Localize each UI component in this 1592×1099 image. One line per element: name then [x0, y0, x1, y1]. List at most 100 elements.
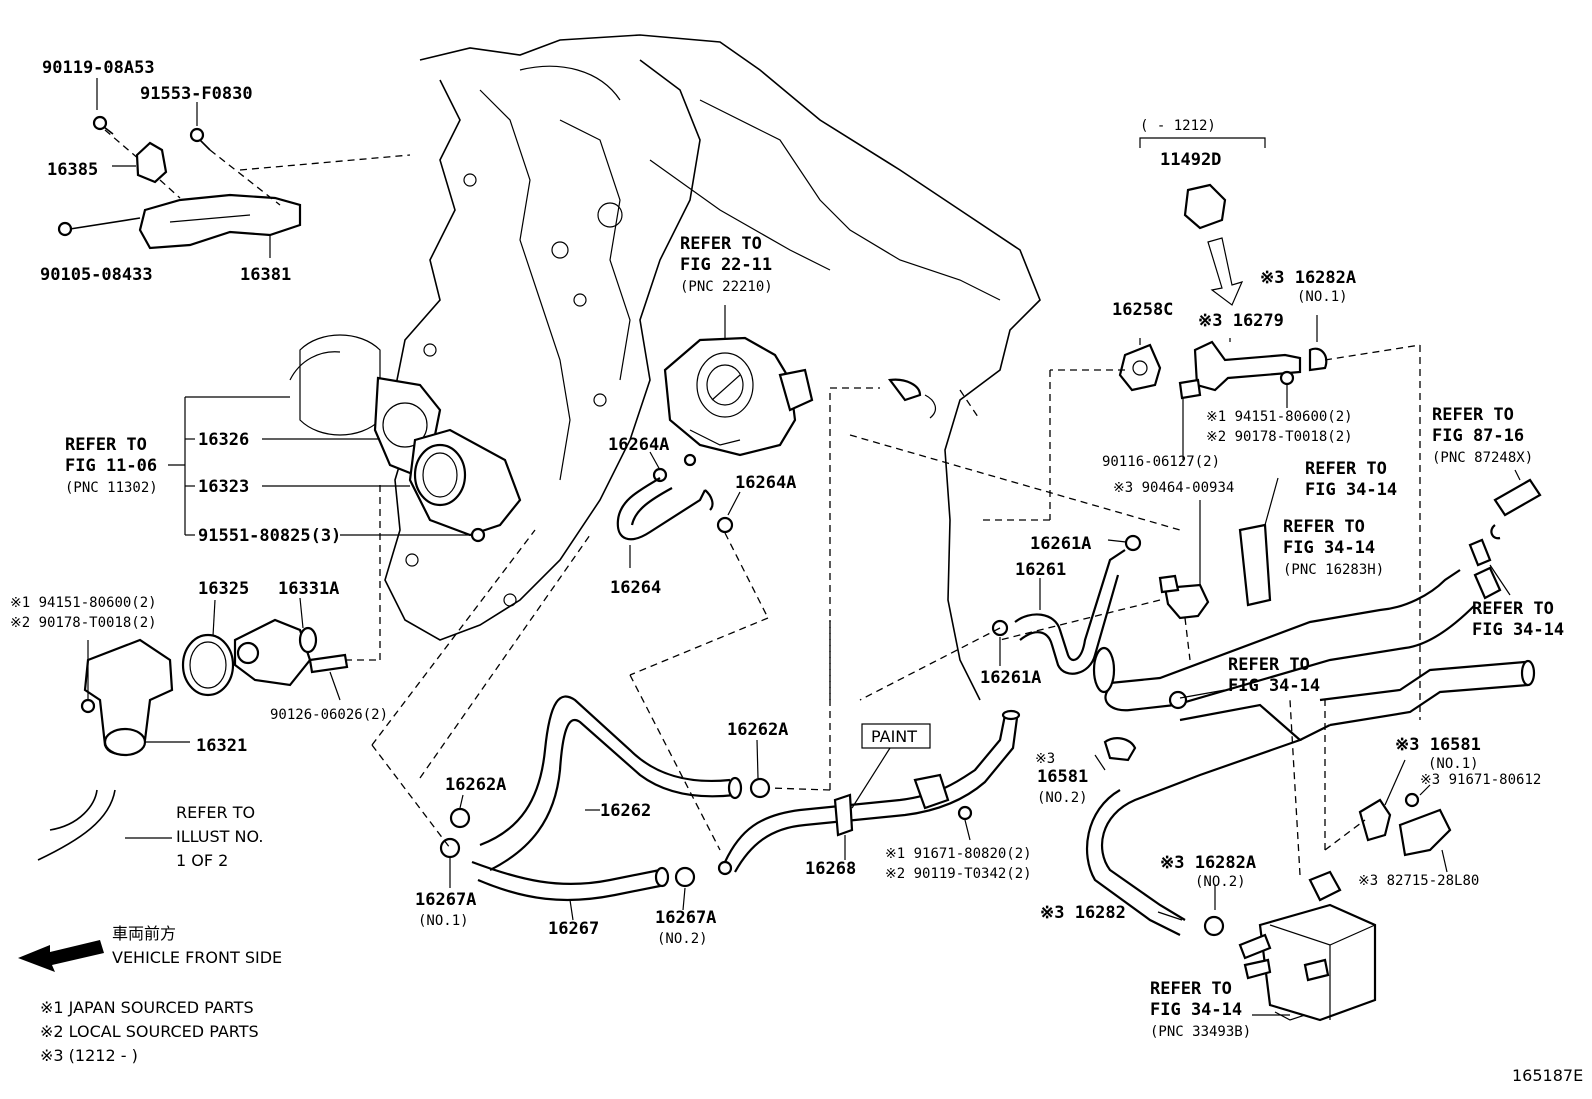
label-j3-91671: ※3 91671-80612	[1420, 772, 1541, 788]
bolt-icon	[957, 805, 973, 821]
label-refer34-d2: FIG 34-14	[1228, 676, 1320, 696]
label-refer34-b1: REFER TO	[1283, 517, 1365, 537]
label-refer87-a: REFER TO	[1432, 405, 1514, 425]
label-11492D: 11492D	[1160, 150, 1221, 170]
note-japan: ※1 JAPAN SOURCED PARTS	[40, 998, 254, 1017]
label-refer34-c2: FIG 34-14	[1472, 620, 1564, 640]
label-refer-fig11-b: FIG 11-06	[65, 456, 157, 476]
label-91551-80825: 91551-80825(3)	[198, 526, 341, 546]
engine-block-outline	[239, 34, 1041, 701]
label-illust-a: REFER TO	[176, 803, 255, 822]
label-j1-91671: ※1 91671-80820(2)	[885, 846, 1032, 862]
label-j1-94151: ※1 94151-80600(2)	[10, 595, 157, 611]
clamp-icon	[449, 807, 471, 829]
label-j3-82715: ※3 82715-28L80	[1358, 873, 1479, 889]
bracket-group: 90119-08A53 91553-F0830 16385 90105-0843…	[40, 58, 302, 285]
label-91553-F0830: 91553-F0830	[140, 84, 253, 104]
label-16267A-1: 16267A	[415, 890, 476, 910]
label-refer34-a2: FIG 34-14	[1305, 480, 1397, 500]
label-16325: 16325	[198, 579, 249, 599]
label-range-top: ( - 1212)	[1140, 118, 1216, 134]
label-16264A-1: 16264A	[608, 435, 669, 455]
clamp-icon	[1168, 690, 1188, 710]
label-refer34-e2: FIG 34-14	[1150, 1000, 1242, 1020]
label-90116-06127: 90116-06127(2)	[1102, 454, 1220, 470]
clamp-icon	[1124, 534, 1142, 552]
note-local: ※2 LOCAL SOURCED PARTS	[40, 1022, 259, 1041]
label-refer22-b: FIG 22-11	[680, 255, 772, 275]
bolt-icon	[80, 698, 96, 714]
pipe-16268-group: PAINT 16268 ※1 91671-80820(2) ※2 90119-T…	[717, 378, 1032, 882]
label-16321: 16321	[196, 736, 247, 756]
label-illust-b: ILLUST NO.	[176, 827, 263, 846]
label-illust-c: 1 OF 2	[176, 851, 228, 870]
clamp-icon	[674, 866, 696, 888]
oil-cooler-group: REFER TO FIG 34-14 (PNC 33493B)	[1150, 699, 1377, 1040]
note-range: ※3 (1212 - )	[40, 1046, 138, 1065]
large-hose-group: ※3 16581 (NO.2) ※3 16282A (NO.2) ※3 1628…	[1035, 566, 1536, 937]
label-no2-16581: (NO.2)	[1037, 790, 1088, 806]
label-no1-16267A: (NO.1)	[418, 913, 469, 929]
label-16264: 16264	[610, 578, 661, 598]
label-16262A-2: 16262A	[727, 720, 788, 740]
label-refer34-e3: (PNC 33493B)	[1150, 1024, 1251, 1040]
clamp-icon	[439, 837, 461, 859]
upper-right-group: ( - 1212) 11492D 16258C ※3 16279 ※3 1628…	[849, 118, 1421, 720]
gasket-16325	[181, 633, 235, 697]
label-refer-fig11-c: (PNC 11302)	[65, 480, 158, 496]
figure-id: 165187E	[1512, 1066, 1583, 1085]
label-16268: 16268	[805, 859, 856, 879]
hose-16262-group: 16262A 16262A 16262	[445, 620, 831, 871]
bracket-82715-group: ※3 16581 (NO.1) ※3 91671-80612 ※3 82715-…	[1324, 700, 1541, 889]
label-j3-16282: ※3 16282	[1040, 903, 1126, 923]
label-j2-90119: ※2 90119-T0342(2)	[885, 866, 1032, 882]
label-16261A-2: 16261A	[980, 668, 1041, 688]
label-16267A-2: 16267A	[655, 908, 716, 928]
label-16267: 16267	[548, 919, 599, 939]
label-refer-fig11-a: REFER TO	[65, 435, 147, 455]
label-refer34-a1: REFER TO	[1305, 459, 1387, 479]
label-j3-16279: ※3 16279	[1198, 311, 1284, 331]
stud-90126	[308, 653, 349, 674]
label-no1-16282A: (NO.1)	[1297, 289, 1348, 305]
thermostat-16331A	[233, 618, 312, 687]
label-j3-16282A: ※3 16282A	[1260, 268, 1356, 288]
label-16326: 16326	[198, 430, 249, 450]
label-90126-06026: 90126-06026(2)	[270, 707, 388, 723]
label-16262: 16262	[600, 801, 651, 821]
label-no1-16581: (NO.1)	[1428, 756, 1479, 772]
bracket-16385	[135, 141, 168, 184]
hose-16261-group: 16261A 16261 16261A	[859, 500, 1210, 701]
front-arrow-icon	[18, 940, 104, 972]
label-refer22-c: (PNC 22210)	[680, 279, 773, 295]
label-no2-16267A: (NO.2)	[657, 931, 708, 947]
thermostat-group: REFER TO FIG 11-06 (PNC 11302) 16326 163…	[10, 376, 522, 757]
label-16261: 16261	[1015, 560, 1066, 580]
gasket-16258C	[1118, 343, 1162, 392]
label-refer22-a: REFER TO	[680, 234, 762, 254]
clamp-icon	[749, 777, 771, 799]
label-refer34-d1: REFER TO	[1228, 655, 1310, 675]
label-refer34-b3: (PNC 16283H)	[1283, 562, 1384, 578]
plate-11492D	[1183, 183, 1227, 230]
label-front-jp: 車両前方	[112, 924, 176, 943]
pipe-16279	[1193, 340, 1302, 392]
label-refer87-b: FIG 87-16	[1432, 426, 1524, 446]
front-direction: 車両前方 VEHICLE FRONT SIDE	[18, 924, 282, 972]
label-paint: PAINT	[871, 727, 917, 746]
label-j3-16581-a: ※3	[1035, 751, 1055, 767]
bracket-16381	[138, 193, 302, 250]
label-16331A: 16331A	[278, 579, 339, 599]
bolt-icon	[92, 115, 114, 135]
radiator-hose-ref: REFER TO ILLUST NO. 1 OF 2	[37, 789, 263, 870]
label-front-en: VEHICLE FRONT SIDE	[112, 948, 282, 967]
label-16323: 16323	[198, 477, 249, 497]
label-16385: 16385	[47, 160, 98, 180]
label-no2-16282A: (NO.2)	[1195, 874, 1246, 890]
label-j2-90178-b: ※2 90178-T0018(2)	[1206, 429, 1353, 445]
label-16258C: 16258C	[1112, 300, 1173, 320]
label-j3-16282A-b: ※3 16282A	[1160, 853, 1256, 873]
label-j3-90464: ※3 90464-00934	[1113, 480, 1234, 496]
label-16581-a: 16581	[1037, 767, 1088, 787]
